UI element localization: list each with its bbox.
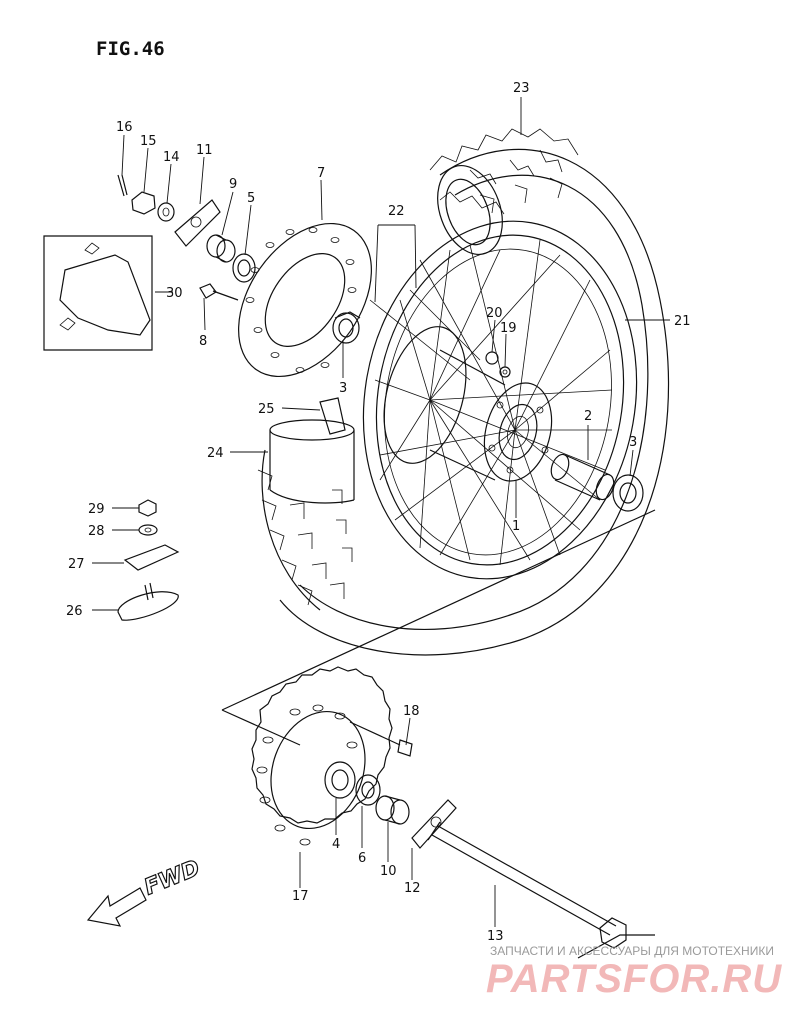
callout-29: 29	[88, 502, 105, 517]
fwd-arrow: FWD	[86, 855, 204, 927]
callout-10: 10	[380, 864, 397, 879]
watermark-caption: ЗАПЧАСТИ И АКСЕССУАРЫ ДЛЯ МОТОТЕХНИКИ	[490, 944, 774, 958]
callout-2: 2	[584, 409, 592, 424]
oil-seal-5	[232, 253, 256, 283]
callout-15: 15	[140, 134, 157, 149]
callout-7: 7	[317, 166, 325, 181]
rim-band-24	[269, 419, 355, 504]
callout-26: 26	[66, 604, 83, 619]
rear-sprocket	[251, 666, 393, 846]
washer-14	[157, 202, 175, 222]
callout-30: 30	[166, 286, 183, 301]
callout-28: 28	[88, 524, 105, 539]
nut-15	[131, 191, 156, 215]
callout-4: 4	[332, 837, 340, 852]
rear-hub	[383, 326, 553, 482]
chain-adjuster-12	[411, 799, 457, 849]
figure-title: FIG.46	[96, 38, 165, 60]
rim-lock-26	[117, 582, 179, 621]
callout-14: 14	[163, 150, 180, 165]
spacer-10	[375, 795, 410, 825]
axle-13	[427, 821, 655, 959]
nut-29	[138, 499, 157, 517]
divider-top	[221, 509, 656, 711]
callout-23: 23	[513, 81, 530, 96]
fwd-label: FWD	[141, 856, 204, 901]
right-bearing	[612, 474, 644, 512]
cotter-pin-16	[117, 174, 128, 197]
bolt-18	[349, 721, 413, 757]
callout-20: 20	[486, 306, 503, 321]
callout-9: 9	[229, 177, 237, 192]
callout-3-right: 3	[629, 435, 637, 450]
left-bearing	[332, 311, 361, 344]
callout-1: 1	[512, 519, 520, 534]
callout-numbers: 16 15 14 11 9 5 7 8 3 30 22 23 20 19 21 …	[66, 81, 691, 944]
bolt-8	[199, 283, 239, 301]
callout-18: 18	[403, 704, 420, 719]
callout-21: 21	[674, 314, 691, 329]
front-tire-knobs	[257, 449, 353, 611]
leader-lines	[92, 97, 670, 927]
callout-27: 27	[68, 557, 85, 572]
callout-5: 5	[247, 191, 255, 206]
spacer-9	[206, 234, 236, 263]
spokes	[369, 239, 613, 566]
callout-6: 6	[358, 851, 366, 866]
chain-adjuster-11	[174, 199, 221, 247]
callout-11: 11	[196, 143, 213, 158]
divider-left	[221, 709, 301, 746]
callout-8: 8	[199, 334, 207, 349]
oil-seal-6	[355, 774, 381, 806]
hub-spacer	[550, 453, 615, 501]
callout-24: 24	[207, 446, 224, 461]
watermark-logo: PARTSFOR.RU	[486, 957, 782, 1001]
brake-disc	[238, 222, 372, 378]
rim-lock-27	[123, 544, 180, 571]
callout-3-left: 3	[339, 381, 347, 396]
chain-guard-box	[43, 235, 153, 351]
callout-25: 25	[258, 402, 275, 417]
callout-16: 16	[116, 120, 133, 135]
callout-13: 13	[487, 929, 504, 944]
callout-19: 19	[500, 321, 517, 336]
watermark: ЗАПЧАСТИ И АКСЕССУАРЫ ДЛЯ МОТОТЕХНИКИ PA…	[486, 944, 782, 1001]
rear-rim	[362, 220, 638, 580]
callout-17: 17	[292, 889, 309, 904]
bearing-4	[324, 761, 356, 799]
tube-valve-25	[319, 397, 346, 435]
washer-28	[138, 524, 158, 536]
callout-12: 12	[404, 881, 421, 896]
nut-washer-20-19	[485, 351, 511, 378]
callout-22: 22	[388, 204, 405, 219]
